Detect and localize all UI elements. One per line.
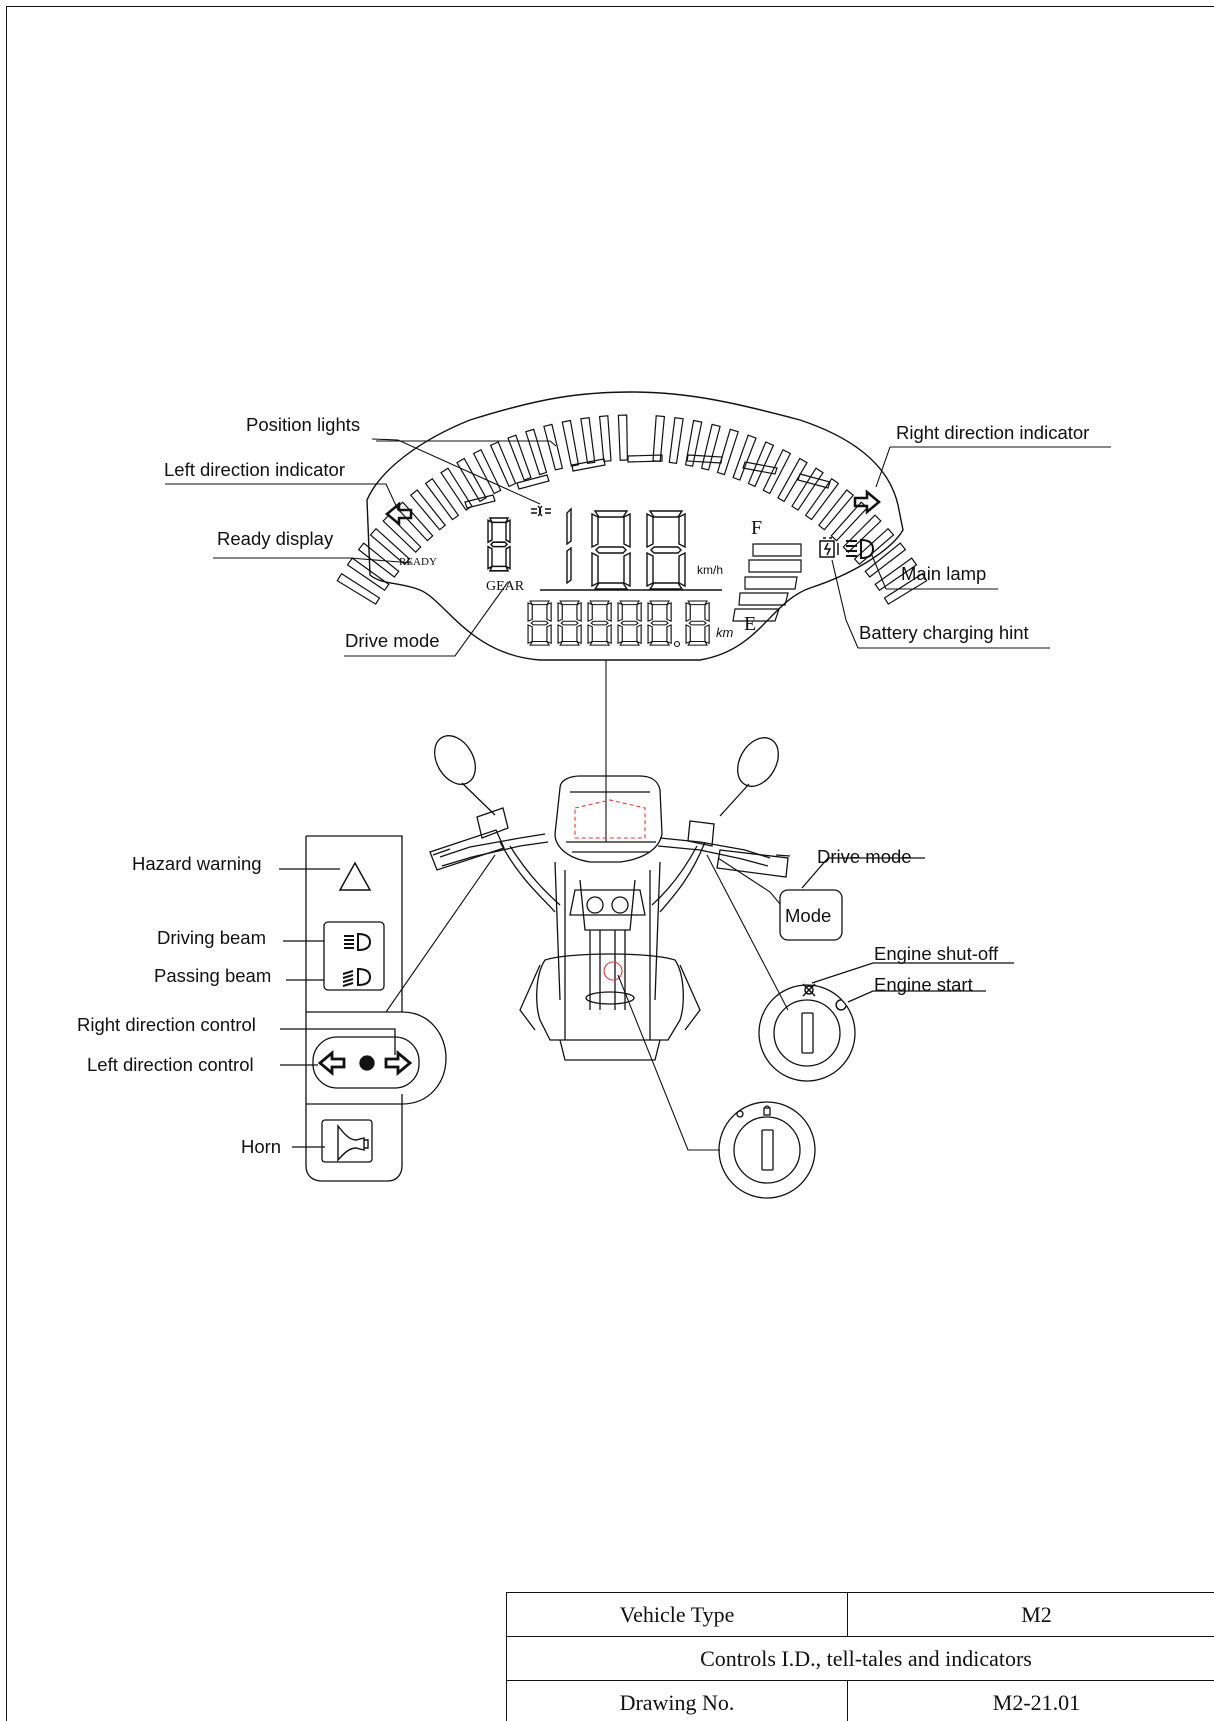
right-arrow-icon: [853, 489, 881, 515]
main-lamp-callout: Main lamp: [901, 563, 987, 584]
scooter-leader-lines: [385, 854, 789, 1151]
cluster-leader-lines: [165, 438, 1111, 842]
instrument-cluster: [165, 391, 1111, 842]
tach-bar-segment: [668, 417, 684, 464]
driving-beam-callout: Driving beam: [157, 927, 266, 948]
tach-bar-segment: [684, 419, 703, 467]
tach-bar-segment: [472, 448, 502, 495]
tach-bar-segment: [883, 572, 928, 605]
battery-charging-hint-callout: Battery charging hint: [859, 622, 1029, 643]
tach-bar-segment: [864, 542, 907, 578]
fuel-empty-label: E: [744, 613, 757, 635]
drawing-number-value: M2-21.01: [847, 1680, 1214, 1721]
tach-bar-segment: [424, 477, 460, 521]
battery-charging-icon: [819, 537, 839, 558]
gear-digit: [487, 517, 511, 572]
cluster-outline: [366, 391, 904, 661]
tach-bar-segment: [652, 415, 666, 462]
vehicle-type-value: M2: [847, 1592, 1214, 1637]
tach-bar-segment: [777, 457, 808, 503]
vehicle-type-label: Vehicle Type: [506, 1592, 848, 1637]
fuel-gauge-bars: [732, 543, 802, 622]
right-controls: [718, 857, 1014, 1199]
engine-start-icon: [835, 999, 847, 1011]
tach-bar-segment: [336, 572, 381, 605]
tach-bar-segment: [700, 423, 721, 471]
tach-bar-segment: [456, 457, 487, 503]
tach-bar-segment: [762, 448, 792, 495]
tach-bar-segment: [804, 477, 840, 521]
engine-shutoff-icon: [802, 983, 816, 997]
main-lamp-icon: [344, 932, 372, 952]
hazard-triangle-icon: [338, 861, 372, 891]
tach-bar-segment: [525, 428, 548, 476]
odometer-digits: [527, 600, 710, 648]
drive-mode-callout: Drive mode: [345, 630, 440, 651]
horn-callout: Horn: [241, 1136, 282, 1157]
sheet-border: [6, 6, 1214, 1721]
mode-button[interactable]: Mode: [785, 905, 832, 926]
speed-unit: km/h: [697, 563, 724, 577]
tach-bar-segment: [409, 489, 447, 531]
odometer-unit: km: [716, 625, 734, 640]
tach-bar-segment: [853, 527, 895, 566]
tach-bar-segment: [791, 467, 824, 511]
left-direction-indicator-callout: Left direction indicator: [164, 459, 345, 480]
speedometer-digits: [566, 507, 686, 590]
tach-bar-segment: [561, 419, 580, 467]
right-direction-indicator-callout: Right direction indicator: [896, 422, 1090, 443]
tach-bar-segment: [617, 414, 629, 461]
tach-bar-segment: [580, 417, 596, 464]
tach-bar-segment: [830, 501, 869, 542]
tach-bar-segment: [346, 557, 390, 592]
tach-bar-segment: [732, 434, 757, 481]
position-lights-callout: Position lights: [246, 414, 361, 435]
mode-button-outline: [779, 889, 843, 941]
title-block: Vehicle Type M2 Controls I.D., tell-tale…: [506, 1592, 1214, 1721]
key-lock-icon: [736, 1105, 771, 1118]
tach-bar-segment: [817, 489, 855, 531]
left-arrow-icon: [385, 501, 413, 527]
tach-bar-segment: [747, 441, 775, 488]
right-arrow-icon: [384, 1050, 413, 1076]
gear-label: GEAR: [486, 579, 525, 594]
drawing-number-label: Drawing No.: [506, 1680, 848, 1721]
tach-bar-segment: [395, 501, 434, 542]
drawing-description: Controls I.D., tell-tales and indicators: [506, 1636, 1214, 1681]
engine-shutoff-callout: Engine shut-off: [874, 943, 999, 964]
tach-bar-segment: [874, 557, 918, 592]
tach-bar-segment: [716, 428, 739, 476]
fuel-full-label: F: [751, 517, 763, 539]
right-direction-control-callout: Right direction control: [77, 1014, 256, 1035]
tach-bar-segment: [369, 527, 411, 566]
drive-mode-right-callout: Drive mode: [817, 846, 912, 867]
scooter-front-view: [429, 735, 791, 1061]
tach-bar-segment: [440, 467, 473, 511]
status-dash-row: [464, 454, 831, 509]
hazard-warning-callout: Hazard warning: [132, 853, 262, 874]
passing-beam-icon: [342, 967, 372, 987]
left-direction-control-callout: Left direction control: [87, 1054, 254, 1075]
ready-indicator: READY: [399, 556, 437, 568]
tach-bar-segment: [489, 441, 517, 488]
position-light-icon: [531, 505, 551, 517]
horn-icon: [337, 1123, 369, 1162]
tach-bar-segment: [357, 542, 400, 578]
engine-start-callout: Engine start: [874, 974, 973, 995]
tach-bar-segment: [543, 423, 564, 471]
tach-bar-segment: [598, 415, 612, 462]
tach-bar-segment: [382, 514, 422, 554]
left-switch-panel: [279, 835, 447, 1182]
main-lamp-icon: [846, 538, 875, 560]
tachometer-bar-graph: [336, 414, 928, 605]
tach-bar-segment: [507, 434, 532, 481]
passing-beam-callout: Passing beam: [154, 965, 272, 986]
ready-display-callout: Ready display: [217, 528, 334, 549]
left-arrow-icon: [317, 1050, 346, 1076]
